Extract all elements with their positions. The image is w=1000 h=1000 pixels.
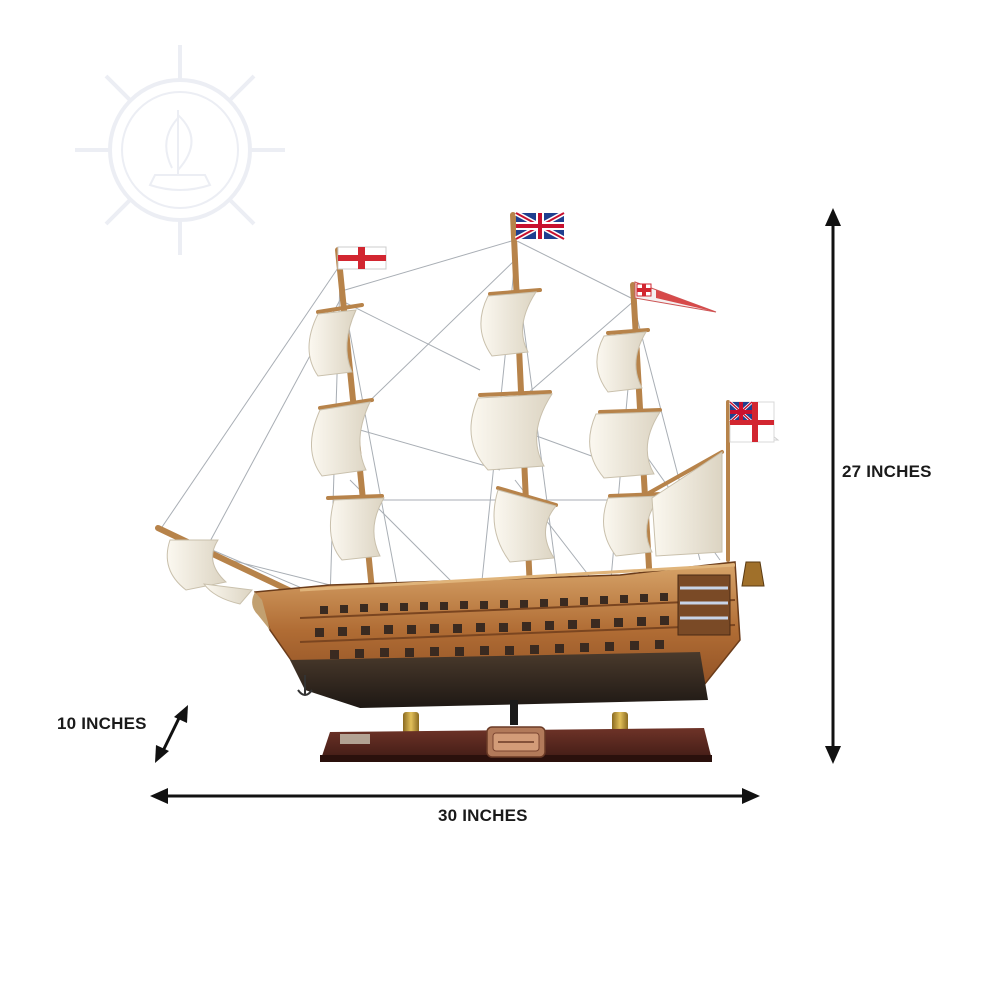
ship-hull	[252, 561, 765, 708]
flag-white-ensign-icon	[728, 400, 780, 443]
depth-arrow-icon	[155, 705, 188, 763]
ships-wheel-logo-icon	[75, 45, 285, 255]
height-arrow-icon	[825, 208, 841, 764]
pennant-flag-icon	[634, 281, 717, 313]
nameplate-icon	[486, 726, 546, 758]
display-stand	[320, 700, 712, 762]
depth-dimension-label: 10 INCHES	[57, 714, 147, 733]
flag-union-jack-icon	[514, 210, 566, 242]
height-dimension-label: 27 INCHES	[842, 462, 932, 481]
width-dimension-label: 30 INCHES	[438, 806, 528, 825]
sails	[166, 291, 723, 605]
flag-st-george-icon	[337, 246, 387, 270]
width-arrow-icon	[150, 788, 760, 804]
